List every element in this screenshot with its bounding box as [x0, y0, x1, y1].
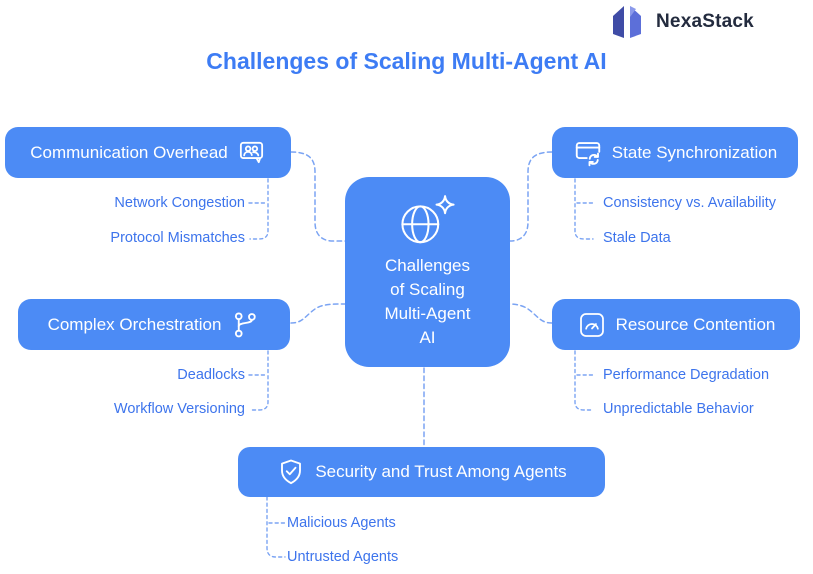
- gauge-icon: [579, 312, 604, 337]
- connector-sync-to-center: [508, 151, 553, 242]
- connector-res-to-center: [508, 303, 553, 324]
- center-label-line: AI: [419, 328, 436, 347]
- connector-res-children: [574, 350, 594, 411]
- brand-logo: NexaStack: [609, 4, 754, 40]
- subitem-unpredictable-behavior: Unpredictable Behavior: [603, 401, 754, 417]
- globe-sparkle-icon: [400, 195, 455, 244]
- node-label: Communication Overhead: [30, 142, 228, 162]
- connector-orch-to-center: [290, 303, 347, 324]
- node-communication-overhead: Communication Overhead: [5, 127, 291, 178]
- subitem-untrusted-agents: Untrusted Agents: [287, 549, 399, 565]
- subitem-stale-data: Stale Data: [603, 230, 671, 246]
- shield-check-icon: [281, 459, 302, 485]
- node-complex-orchestration: Complex Orchestration: [18, 299, 290, 350]
- subitem-deadlocks: Deadlocks: [177, 367, 245, 383]
- subitem-network-congestion: Network Congestion: [114, 195, 245, 211]
- node-label: Complex Orchestration: [47, 314, 222, 334]
- git-branch-icon: [235, 311, 257, 337]
- nexastack-logo-icon: [613, 6, 641, 38]
- subitem-performance-degradation: Performance Degradation: [603, 367, 770, 383]
- node-label: Security and Trust Among Agents: [315, 462, 567, 481]
- subitem-protocol-mismatches: Protocol Mismatches: [110, 230, 245, 246]
- center-label-line: Multi-Agent: [384, 304, 471, 323]
- connector-sync-children: [574, 178, 594, 240]
- subitem-consistency-vs-availability: Consistency vs. Availability: [603, 195, 777, 211]
- connector-sec-children: [266, 496, 286, 558]
- connector-comm-to-center: [290, 151, 347, 242]
- brand-name: NexaStack: [656, 11, 754, 32]
- node-label: Resource Contention: [615, 314, 776, 334]
- node-security-and-trust: Security and Trust Among Agents: [238, 447, 605, 497]
- chat-users-icon: [239, 141, 263, 164]
- node-label: State Synchronization: [611, 142, 778, 162]
- connector-comm-children: [249, 178, 269, 240]
- center-node-label: Challenges of Scaling Multi-Agent AI: [385, 254, 471, 350]
- center-label-line: of Scaling: [390, 280, 465, 299]
- subitem-workflow-versioning: Workflow Versioning: [113, 401, 245, 417]
- connector-orch-children: [249, 350, 269, 411]
- center-label-line: Challenges: [384, 256, 471, 275]
- node-state-synchronization: State Synchronization: [552, 127, 798, 178]
- window-sync-icon: [575, 141, 600, 166]
- center-node: Challenges of Scaling Multi-Agent AI: [345, 177, 510, 367]
- page-title: Challenges of Scaling Multi-Agent AI: [206, 48, 607, 74]
- node-resource-contention: Resource Contention: [552, 299, 800, 350]
- subitem-malicious-agents: Malicious Agents: [287, 515, 396, 531]
